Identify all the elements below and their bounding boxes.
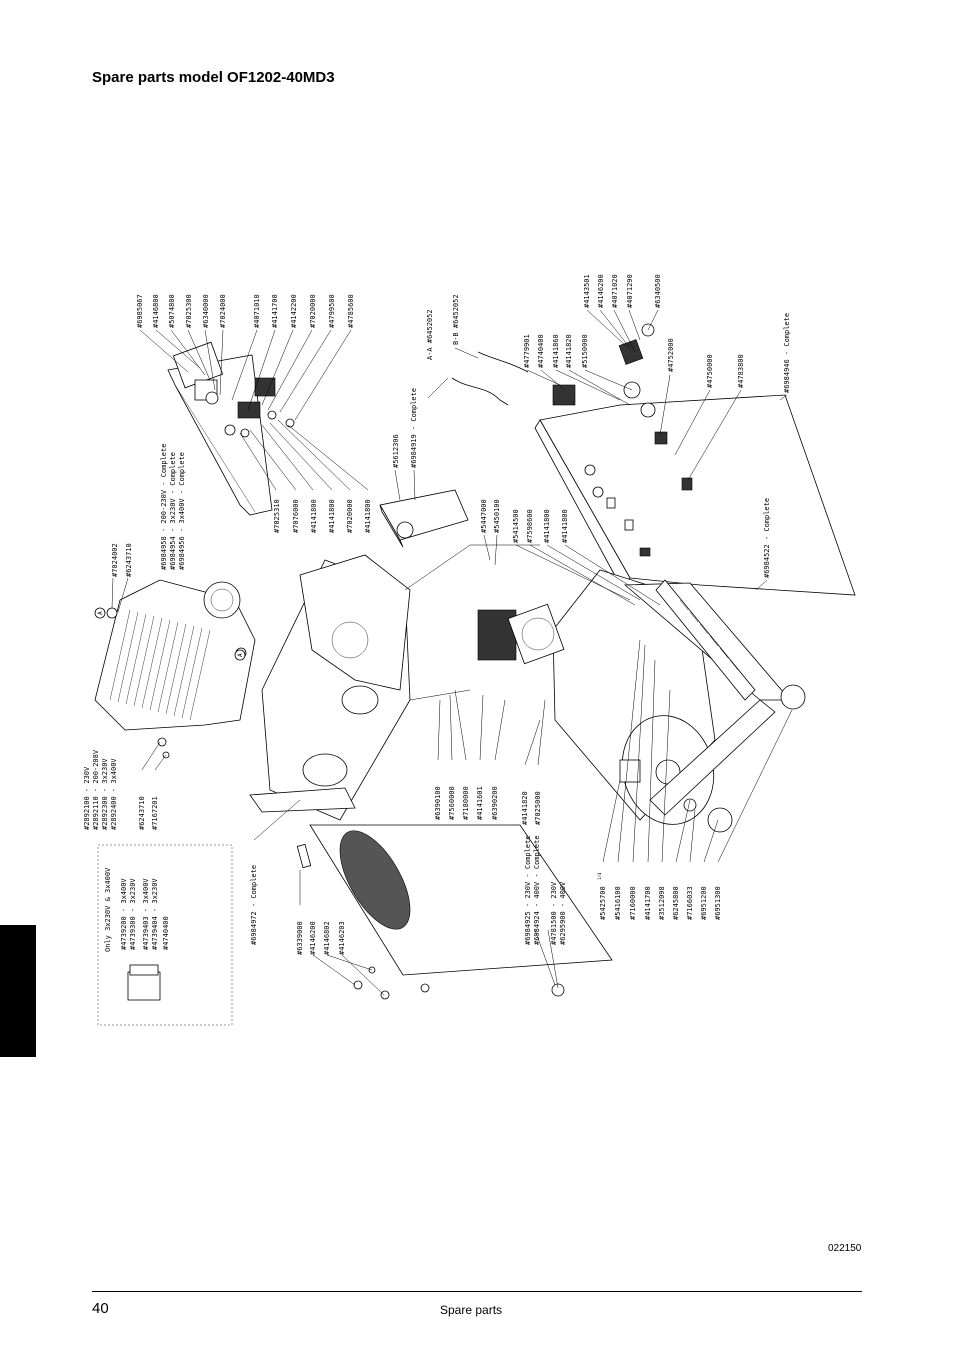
label-4783800: #4783800 <box>737 354 745 388</box>
label-4146200-b: #4146200 <box>309 921 317 955</box>
leader-lines <box>111 309 793 996</box>
label-4141800-d: #4141800 <box>543 509 551 543</box>
label-4141820-a: #4141820 <box>565 334 573 368</box>
label-6390100: #6390100 <box>434 786 442 820</box>
label-4739300: #4739300 - 3x230V <box>129 878 137 950</box>
label-4146800: #4146800 <box>152 294 160 328</box>
label-6984924: #6984924 - 400V - Complete <box>533 835 541 945</box>
label-7560000: #7560000 <box>448 786 456 820</box>
label-4739403: #4739403 - 3x400V <box>142 878 150 950</box>
label-7024000: #7024000 <box>219 294 227 328</box>
label-4752000: #4752000 <box>667 338 675 372</box>
label-7025000: #7025000 <box>534 791 542 825</box>
label-4740400-a: #4740400 <box>537 334 545 368</box>
label-6984958: #6984958 - 200-230V - Complete <box>160 444 168 570</box>
label-4071290: #4071290 <box>626 274 634 308</box>
label-6243710-a: #6243710 <box>125 543 133 577</box>
label-6340500: #6340500 <box>654 274 662 308</box>
label-6243710-b: #6243710 <box>138 796 146 830</box>
label-4141700-b: #4141700 <box>644 886 652 920</box>
label-6951200: #6951200 <box>700 886 708 920</box>
label-6390200: #6390200 <box>491 786 499 820</box>
label-4750000: #4750000 <box>706 354 714 388</box>
label-7020000-b: #7020000 <box>346 499 354 533</box>
label-5074800: #5074800 <box>168 294 176 328</box>
label-6951300: #6951300 <box>714 886 722 920</box>
footer-section-title: Spare parts <box>440 1303 503 1317</box>
label-5416100: #5416100 <box>614 886 622 920</box>
label-4143501: #4143501 <box>583 274 591 308</box>
label-7180000: #7180000 <box>462 786 470 820</box>
label-switch-note: Only 3x230V & 3x400V <box>104 867 112 952</box>
label-4779901: #4779901 <box>523 334 531 368</box>
label-4740400-b: #4740400 <box>162 916 170 950</box>
label-6985067: #6985067 <box>136 294 144 328</box>
label-6984946: #6984946 - Complete <box>783 313 791 393</box>
label-2892300: #2892300 - 3x230V <box>101 758 109 830</box>
label-6295900: #6295900 - 400V <box>559 881 567 945</box>
label-6245800: #6245800 <box>672 886 680 920</box>
label-4141860: #4141860 <box>552 334 560 368</box>
label-5450100: #5450100 <box>493 499 501 533</box>
label-4141800-c: #4141800 <box>364 499 372 533</box>
drawing <box>94 323 856 1026</box>
label-2892400: #2892400 - 3x400V <box>110 758 118 830</box>
label-4071010: #4071010 <box>253 294 261 328</box>
label-6340000: #6340000 <box>202 294 210 328</box>
label-5414500: #5414500 <box>512 509 520 543</box>
label-4799500: #4799500 <box>328 294 336 328</box>
label-4142200: #4142200 <box>290 294 298 328</box>
label-7167201: #7167201 <box>151 796 159 830</box>
figure-id: 022150 <box>828 1243 862 1254</box>
label-4146200-a: #4146200 <box>597 274 605 308</box>
label-4739404: #4739404 - 3x230V <box>151 878 159 950</box>
marker-a-1: A <box>97 611 104 615</box>
label-4141601: #4141601 <box>476 786 484 820</box>
label-6984954: #6984954 - 3x230V - Complete <box>169 452 177 570</box>
marker-a-2: A <box>237 653 244 657</box>
section-tab <box>0 925 36 1057</box>
label-7025310: #7025310 <box>273 499 281 533</box>
label-5150000: #5150000 <box>581 334 589 368</box>
label-4141800-a: #4141800 <box>310 499 318 533</box>
label-7076000: #7076000 <box>292 499 300 533</box>
footer-divider <box>92 1291 862 1292</box>
label-2892110: #2892110 - 200-208V <box>92 749 100 830</box>
label-7598600: #7598600 <box>526 509 534 543</box>
label-4141800-e: #4141800 <box>561 509 569 543</box>
label-4141820-b: #4141820 <box>521 791 529 825</box>
label-6339000: #6339000 <box>296 921 304 955</box>
page-title: Spare parts model OF1202-40MD3 <box>92 69 335 86</box>
label-5612306: #5612306 <box>392 434 400 468</box>
label-4146203: #4146203 <box>338 921 346 955</box>
part-labels: #6985067 #4146800 #5074800 #7025300 #634… <box>83 274 791 955</box>
label-7166033: #7166033 <box>686 886 694 920</box>
label-4141700: #4141700 <box>271 294 279 328</box>
label-4785600: #4785600 <box>347 294 355 328</box>
label-6984919: #6984919 - Complete <box>410 388 418 468</box>
label-4071020: #4071020 <box>611 274 619 308</box>
label-bb: B-B #6452052 <box>452 294 460 345</box>
label-7160000: #7160000 <box>629 886 637 920</box>
label-6984522: #6984522 - Complete <box>763 498 771 578</box>
label-6984956: #6984956 - 3x400V - Complete <box>178 452 186 570</box>
label-7025300: #7025300 <box>185 294 193 328</box>
label-5447000: #5447000 <box>480 499 488 533</box>
label-7020000: #7020000 <box>309 294 317 328</box>
label-aa: A-A #6452052 <box>426 309 434 360</box>
label-5425700: #5425700 <box>599 886 607 920</box>
label-6984972: #6984972 - Complete <box>250 865 258 945</box>
label-6984925: #6984925 - 230V - Complete <box>524 835 532 945</box>
label-4781500: #4781500 - 230V <box>550 881 558 945</box>
label-3512098: #3512098 <box>658 886 666 920</box>
label-2892100: #2892100 - 230V <box>83 766 91 830</box>
label-superscript: 1/4 <box>597 872 602 880</box>
label-4146802: #4146802 <box>323 921 331 955</box>
label-7024002: #7024002 <box>111 543 119 577</box>
label-4141800-b: #4141800 <box>328 499 336 533</box>
label-4739200: #4739200 - 3x400V <box>120 878 128 950</box>
page-number: 40 <box>92 1300 109 1317</box>
